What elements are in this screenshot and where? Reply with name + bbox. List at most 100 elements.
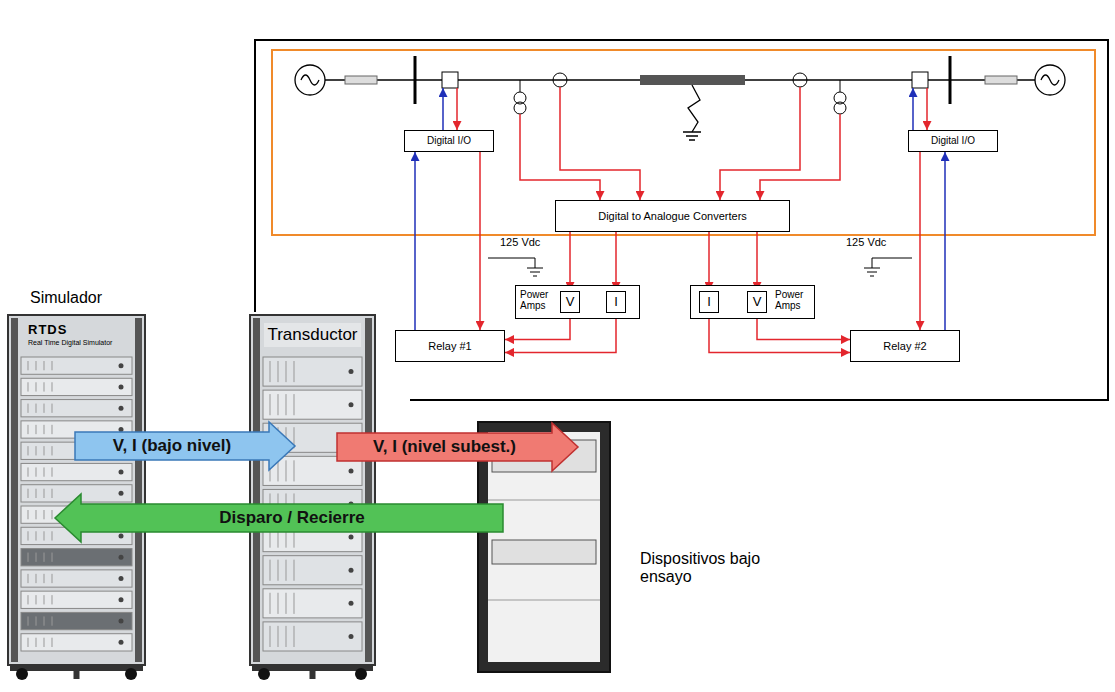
node-text: Power Amps <box>775 290 813 311</box>
module-knob <box>119 555 124 560</box>
vt-lead <box>520 80 521 92</box>
node-text: I <box>707 295 711 310</box>
signal-arrow <box>337 423 578 471</box>
module-slot <box>28 404 29 413</box>
module-slot <box>52 616 53 625</box>
dc-wire <box>872 258 873 268</box>
module-slot <box>28 489 29 498</box>
digital-io-box: Digital I/O <box>908 130 998 152</box>
module-slot <box>36 489 37 498</box>
breaker-symbol <box>442 72 458 88</box>
module-slot <box>278 394 279 415</box>
device-rack: Dispositivos bajo ensayo <box>478 422 610 672</box>
node-text: Dispositivos bajo ensayo <box>640 550 770 587</box>
module-slot <box>36 553 37 562</box>
rack-module <box>263 390 362 419</box>
module-knob <box>119 533 124 538</box>
module-slot <box>294 394 295 415</box>
module-slot <box>286 560 287 581</box>
module-slot <box>36 616 37 625</box>
module-slot <box>278 460 279 481</box>
relay-box: Relay #2 <box>850 330 960 362</box>
node-text: V <box>566 295 575 310</box>
module-slot <box>286 460 287 481</box>
source-impedance <box>985 76 1017 84</box>
source-symbol <box>1035 65 1065 95</box>
module-slot <box>36 361 37 370</box>
module-slot <box>36 531 37 540</box>
node-text: Digital I/O <box>931 135 975 147</box>
vt-symbol <box>514 102 526 114</box>
vt-lead <box>840 80 841 92</box>
device-unit <box>492 540 596 564</box>
rack-module <box>263 622 362 651</box>
module-slot <box>278 593 279 614</box>
module-slot <box>36 382 37 391</box>
module-knob <box>119 470 124 475</box>
module-slot <box>294 593 295 614</box>
module-slot <box>52 446 53 455</box>
current-amp: I <box>699 291 719 313</box>
signal-wire <box>919 152 921 330</box>
logo-text: RTDS <box>28 323 67 338</box>
module-slot <box>36 467 37 476</box>
module-knob <box>119 597 124 602</box>
module-slot <box>28 467 29 476</box>
rack-wheel <box>355 668 367 680</box>
module-slot <box>52 510 53 519</box>
module-slot <box>28 553 29 562</box>
trip-signal <box>912 88 914 130</box>
module-slot <box>52 595 53 604</box>
module-slot <box>28 510 29 519</box>
module-slot <box>270 593 271 614</box>
signal-arrow <box>55 494 503 542</box>
module-slot <box>52 425 53 434</box>
rack-module <box>21 400 132 417</box>
power-amp-box: Power AmpsVI <box>515 285 640 319</box>
ground-symbol <box>683 132 701 140</box>
rack-module <box>21 357 132 374</box>
rack-module <box>21 463 132 480</box>
rack-wheel <box>16 668 28 680</box>
module-slot <box>36 425 37 434</box>
module-slot <box>44 510 45 519</box>
module-slot <box>286 593 287 614</box>
signal-wire <box>569 232 571 291</box>
module-slot <box>28 425 29 434</box>
module-knob <box>349 634 354 639</box>
rack-module <box>21 570 132 587</box>
simulator-rack-drawing <box>8 315 145 665</box>
arrow-label: V, I (bajo nivel) <box>110 435 234 457</box>
fault-symbol <box>688 85 700 132</box>
rack-rail <box>365 318 372 662</box>
dac-box: Digital to Analogue Converters <box>555 200 790 232</box>
dc-wire <box>488 258 535 259</box>
transducer-rack-drawing <box>250 315 375 665</box>
arrow-label: Disparo / Recierre <box>216 507 368 529</box>
module-knob <box>119 640 124 645</box>
ct-symbol <box>793 73 807 87</box>
vt-symbol <box>834 102 846 114</box>
relay-box: Relay #1 <box>395 330 505 362</box>
module-slot <box>28 446 29 455</box>
dc-wire <box>535 258 536 268</box>
module-slot <box>28 382 29 391</box>
module-slot <box>44 467 45 476</box>
module-slot <box>28 595 29 604</box>
source-symbol <box>295 65 325 95</box>
module-slot <box>270 626 271 647</box>
module-slot <box>28 574 29 583</box>
transducer-rack: Transductor <box>250 315 375 665</box>
source-impedance <box>345 76 377 84</box>
module-slot <box>36 595 37 604</box>
rack-wheel <box>258 668 270 680</box>
module-slot <box>270 560 271 581</box>
module-slot <box>286 361 287 382</box>
module-slot <box>28 638 29 647</box>
module-slot <box>36 404 37 413</box>
module-slot <box>52 638 53 647</box>
digital-io-box: Digital I/O <box>404 130 494 152</box>
rack-module <box>21 634 132 651</box>
rack-stand <box>310 669 316 679</box>
voltage-amp: V <box>747 291 767 313</box>
